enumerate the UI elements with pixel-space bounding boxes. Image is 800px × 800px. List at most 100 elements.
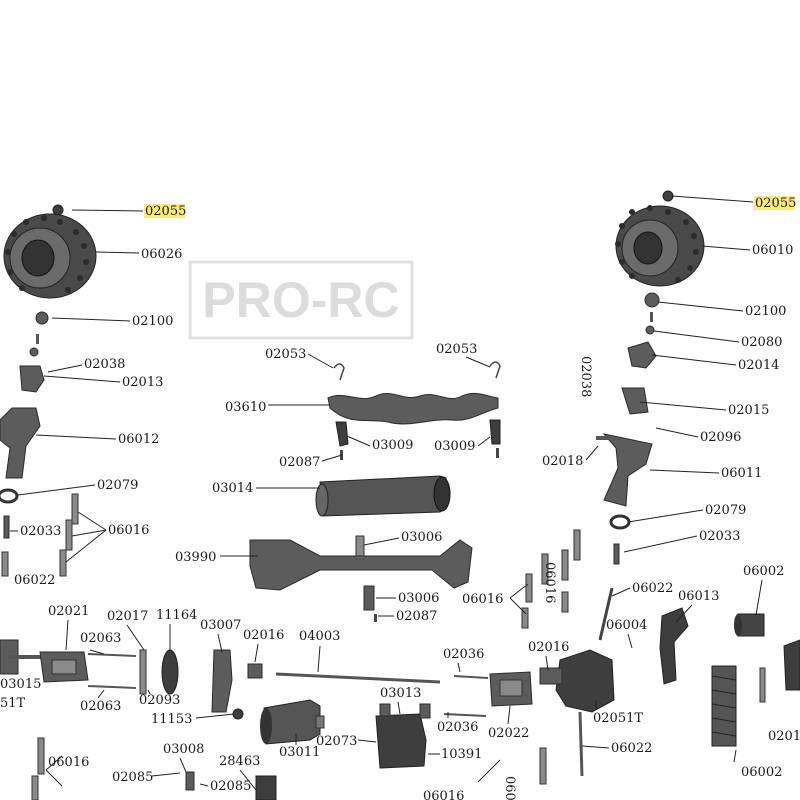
part-number-label: 02017 [768,729,800,744]
part-number-label: 11153 [151,712,192,727]
part-number-label: 02080 [741,335,782,350]
body-post-left [335,421,349,447]
leader-line [651,354,737,366]
leader-line [585,445,599,461]
part-number-label: 03008 [163,742,204,757]
shaft-left [8,655,42,659]
part-number-label: 02100 [745,304,786,319]
pin-right-edge [759,667,766,703]
part-number-label: 02015 [728,403,769,418]
leader-line [611,587,631,597]
leader-line [71,209,144,212]
body-clip-left [333,363,345,381]
leader-line [89,649,105,655]
leader-line [35,434,117,440]
bearing [247,663,263,679]
hex-hub-left [35,311,49,325]
drive-shaft-right [578,711,584,777]
bearing-right-2 [645,325,655,335]
part-number-label: 03011 [279,745,320,760]
hinge-pin-4 [1,551,9,577]
leader-line [701,245,751,251]
gearbox-right [555,649,615,713]
part-number-label: 06016 [48,755,89,770]
battery-pack [315,475,451,517]
spur-gear [161,649,179,695]
body-post-right [489,419,501,445]
leader-line [733,749,737,763]
part-number-label: 02014 [738,358,779,373]
shock-body [734,613,765,637]
part-number-label: 51T [0,696,26,711]
link-rod-2 [453,675,489,679]
leader-line [195,713,235,719]
drive-shaft-1 [87,653,137,657]
part-number-label: 03009 [434,439,475,454]
leader-line [317,645,321,673]
gear-cover [211,649,233,713]
part-number-label: 02055 [145,204,186,219]
part-number-label: 06016 [462,592,503,607]
wheel-nut-right [662,190,674,202]
post-2 [363,585,375,611]
part-number-label: 06004 [606,618,647,633]
part-number-label: 03009 [372,438,413,453]
leader-line [649,469,720,474]
leader-line [95,251,140,254]
part-number-label: 02063 [80,699,121,714]
leader-line [477,436,491,447]
part-number-label: 03006 [401,530,442,545]
part-drawings [0,190,800,800]
leader-line [357,739,377,743]
part-number-label: 28463 [219,754,260,769]
chassis-plate [249,539,473,591]
leader-line [47,364,83,373]
shock-tower [659,607,689,685]
pin-left [36,334,39,344]
leader-line [239,769,257,791]
hinge-pin-2 [65,519,73,551]
battery-post [355,535,365,557]
part-number-label: 03007 [200,618,241,633]
leader-line [179,757,187,773]
callout-labels: 0205506026021000203802013060120207902033… [0,195,800,800]
hinge-pin-3 [59,549,67,577]
part-number-label: 02053 [436,342,477,357]
hinge-brace [327,392,499,425]
leader-line [671,195,754,203]
part-number-label: 03015 [0,677,41,692]
part-number-label: 02053 [265,347,306,362]
part-number-label: 03990 [175,550,216,565]
watermark: PRO-RC [188,260,414,340]
servo-arm-2 [419,703,431,719]
part-number-label: 06011 [721,466,762,481]
part-number-label: 11164 [156,608,197,623]
screw-3 [374,614,377,622]
knuckle-left [19,365,45,393]
hex-hub-right [644,292,660,308]
servo-arm-1 [379,703,391,717]
leader-line [147,689,151,695]
leader-line [199,783,209,787]
hub-carrier-right [621,387,649,415]
part-number-label: 02022 [488,726,529,741]
part-number-label: 02021 [48,604,89,619]
spacer [139,649,147,695]
o-ring-left [0,488,19,504]
part-number-label-vertical: 06016 [542,562,557,603]
arm-right [602,433,653,507]
part-number-label: 10391 [441,747,482,762]
part-number-label: 02038 [84,357,125,372]
part-number-label: 02016 [528,640,569,655]
leader-line [653,330,740,343]
part-number-label: 02079 [97,478,138,493]
part-number-label: 02085 [210,779,251,794]
part-number-label: 06022 [14,573,55,588]
watermark-text: PRO-RC [202,272,399,328]
part-number-label: 02073 [316,734,357,749]
leader-line [545,655,549,671]
washer-left [29,347,39,357]
leader-line [655,427,699,438]
leader-line [657,301,744,312]
